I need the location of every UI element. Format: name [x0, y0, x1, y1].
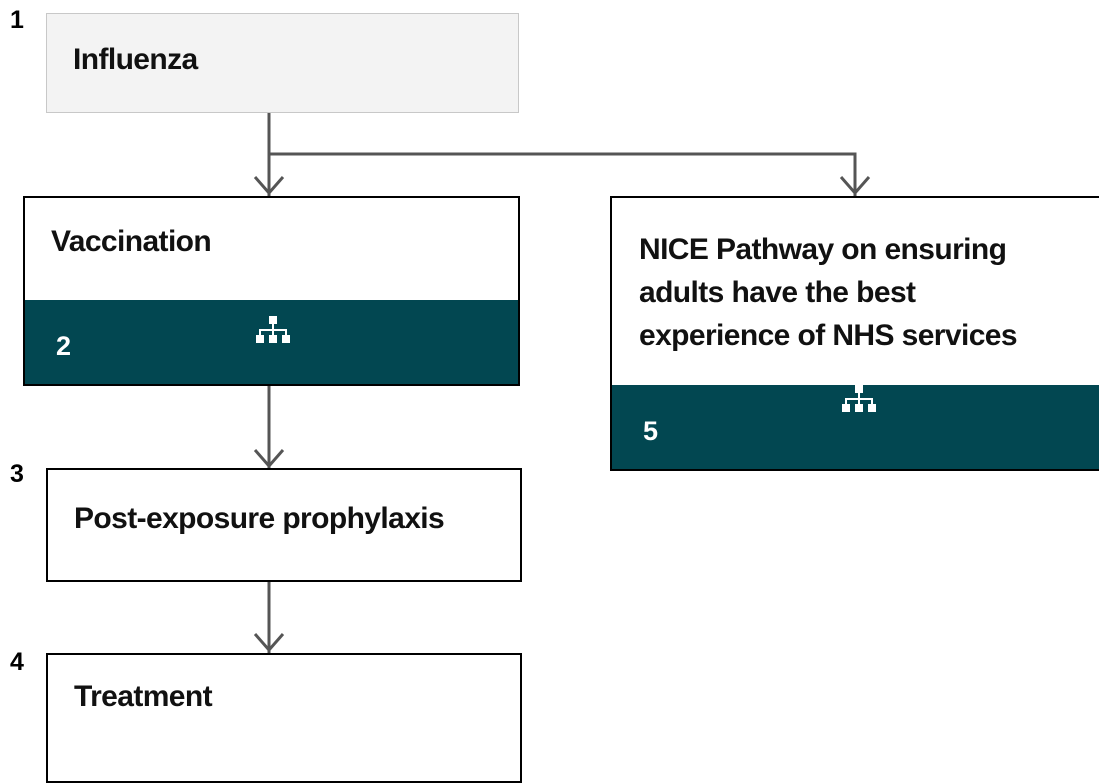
node-title: Treatment: [74, 680, 213, 713]
node-post-exposure-prophylaxis[interactable]: Post-exposure prophylaxis: [46, 468, 522, 582]
node-title: Vaccination: [51, 225, 212, 258]
step-number-5: 5: [643, 416, 659, 446]
node-influenza[interactable]: Influenza: [46, 13, 519, 113]
node-title: NICE Pathway on ensuring adults have the…: [639, 233, 1018, 352]
sitemap-icon[interactable]: [254, 316, 292, 346]
node-title: Post-exposure prophylaxis: [74, 502, 445, 535]
sitemap-icon[interactable]: [840, 385, 878, 415]
node-nice-pathway[interactable]: NICE Pathway on ensuring adults have the…: [610, 196, 1099, 471]
step-number-1: 1: [10, 6, 24, 34]
node-footer-band: 2: [25, 300, 518, 384]
step-number-3: 3: [10, 460, 24, 488]
node-footer-band: 5: [612, 385, 1099, 469]
node-treatment[interactable]: Treatment: [46, 653, 522, 783]
node-title: Influenza: [73, 43, 198, 76]
node-vaccination[interactable]: Vaccination 2: [23, 196, 520, 386]
connector-lines: [253, 113, 871, 653]
step-number-4: 4: [10, 648, 24, 676]
step-number-2: 2: [56, 331, 72, 361]
